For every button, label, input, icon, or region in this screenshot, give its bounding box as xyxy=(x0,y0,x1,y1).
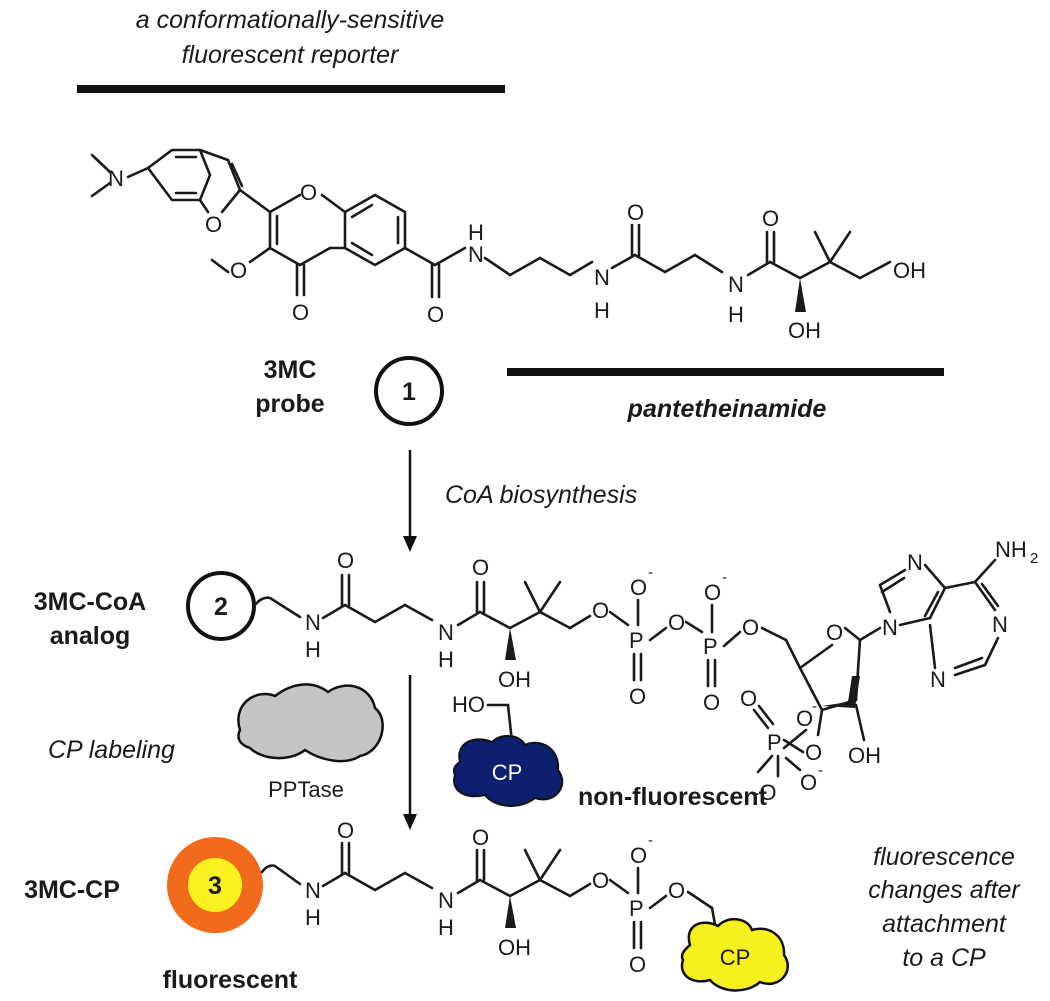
atom-o-p3-top: O xyxy=(740,686,757,711)
atom-h-3b: H xyxy=(438,915,454,940)
atom-nh2-main: NH xyxy=(995,537,1027,562)
atom-o-methoxy: O xyxy=(230,258,247,283)
apo-carrier-protein: HO CP xyxy=(452,692,564,807)
atom-o-2b: O xyxy=(472,555,489,580)
atom-n-1: N xyxy=(992,612,1008,637)
charge-p3-right: - xyxy=(812,698,817,715)
note-line-1: fluorescence xyxy=(873,843,1015,871)
step-label-cp-labeling: CP labeling xyxy=(48,736,175,764)
atom-o-amide-3: O xyxy=(762,206,779,231)
atom-o-chromone: O xyxy=(300,180,317,205)
charge-p3-bottom-right: - xyxy=(818,762,823,779)
charge-pp: - xyxy=(648,832,653,849)
compound-number-circle-1 xyxy=(374,356,444,426)
atom-o-5prime: O xyxy=(742,615,759,640)
coa-analog-name-line-1: 3MC-CoA xyxy=(34,588,147,616)
atom-o-phosphoserine: O xyxy=(668,878,685,903)
note-line-4: to a CP xyxy=(902,944,986,972)
pptase-enzyme-blob xyxy=(237,683,384,763)
cp-yellow-blob xyxy=(680,918,789,992)
atom-n-2b: N xyxy=(438,620,454,645)
header-line-1: a conformationally-sensitive xyxy=(136,6,444,34)
compound-number-circle-3 xyxy=(186,856,244,914)
atom-o-3a: O xyxy=(337,818,354,843)
probe-name-line-2: probe xyxy=(255,390,325,418)
atom-n-3b: N xyxy=(438,888,454,913)
atom-n-3a: N xyxy=(305,878,321,903)
atom-o-pp-top: O xyxy=(630,843,647,868)
compound-number-3: 3 xyxy=(208,872,222,900)
coa-analog-name-line-2: analog xyxy=(50,622,131,650)
note-line-3: attachment xyxy=(882,910,1007,938)
atom-oh-terminal: OH xyxy=(893,258,926,283)
atom-o-p2-top: O xyxy=(704,580,721,605)
atom-o-pp-bottom: O xyxy=(629,952,646,977)
atom-o-p2-bottom: O xyxy=(703,690,720,715)
probe-name-line-1: 3MC xyxy=(264,356,317,384)
compound-number-1: 1 xyxy=(402,378,416,406)
atom-o-3prime: O xyxy=(805,740,822,765)
atom-o-3b: O xyxy=(472,825,489,850)
atom-h-amide-3: H xyxy=(728,302,744,327)
header-line-2: fluorescent reporter xyxy=(182,41,400,69)
atom-o-2a: O xyxy=(337,548,354,573)
non-fluorescent-label: non-fluorescent xyxy=(578,783,768,811)
atom-n-amide-3: N xyxy=(728,272,744,297)
atom-oh-ribose: OH xyxy=(848,743,881,768)
atom-h-amide-1: H xyxy=(468,220,484,245)
atom-ho-serine: HO xyxy=(452,692,485,717)
cp-dark-blob xyxy=(452,734,564,807)
step-label-coa-biosynthesis: CoA biosynthesis xyxy=(445,481,637,509)
atom-o-p3-right: O xyxy=(796,706,813,731)
atom-p-product: P xyxy=(629,896,644,921)
atom-n-dimethylamino: N xyxy=(108,166,124,191)
atom-nh2-sub: 2 xyxy=(1030,550,1038,567)
atom-o-p1-top: O xyxy=(630,575,647,600)
coa-analog-structure: N H O N H O OH O P O - O O P xyxy=(252,537,1038,805)
atom-n-2a: N xyxy=(305,610,321,635)
atom-o-p3-bottom: -O xyxy=(752,780,776,805)
atom-n-amide-1: N xyxy=(468,242,484,267)
cp-yellow-label: CP xyxy=(720,945,751,970)
atom-p-3: P xyxy=(767,730,782,755)
atom-n-7: N xyxy=(907,550,923,575)
charge-p2: - xyxy=(722,569,727,586)
atom-h-2b: H xyxy=(438,647,454,672)
atom-p-2: P xyxy=(703,634,718,659)
note-line-2: changes after xyxy=(868,876,1021,904)
atom-o-carbonyl: O xyxy=(292,300,309,325)
atom-o-p3-bottom-right: O xyxy=(800,770,817,795)
atom-o-p1-bottom: O xyxy=(629,684,646,709)
atom-o-amide-1: O xyxy=(427,302,444,327)
probe-structure: N O O O O xyxy=(90,148,926,343)
cp-dark-label: CP xyxy=(492,760,523,785)
atom-h-3a: H xyxy=(305,905,321,930)
atom-o-bridge: O xyxy=(668,610,685,635)
atom-oh-3: OH xyxy=(498,935,531,960)
atom-o-ribose: O xyxy=(826,620,843,645)
fluorescent-label: fluorescent xyxy=(163,966,298,994)
charge-p1: - xyxy=(648,564,653,581)
atom-p-1: P xyxy=(629,628,644,653)
compound-number-2: 2 xyxy=(214,593,228,621)
pptase-label: PPTase xyxy=(268,777,344,802)
atom-n-3: N xyxy=(930,667,946,692)
atom-o-2c: O xyxy=(592,598,609,623)
pantetheinamide-label: pantetheinamide xyxy=(627,395,827,423)
product-structure: N H O N H O OH O P O - O O C xyxy=(260,818,789,992)
atom-o-amide-2: O xyxy=(627,200,644,225)
atom-n-9: N xyxy=(882,615,898,640)
atom-n-amide-2: N xyxy=(594,265,610,290)
atom-oh-pantoate: OH xyxy=(788,318,821,343)
atom-o-furan: O xyxy=(205,212,222,237)
atom-o-3c: O xyxy=(592,868,609,893)
atom-oh-2: OH xyxy=(498,667,531,692)
atom-h-amide-2: H xyxy=(594,298,610,323)
atom-h-2a: H xyxy=(305,637,321,662)
product-name: 3MC-CP xyxy=(24,876,120,904)
